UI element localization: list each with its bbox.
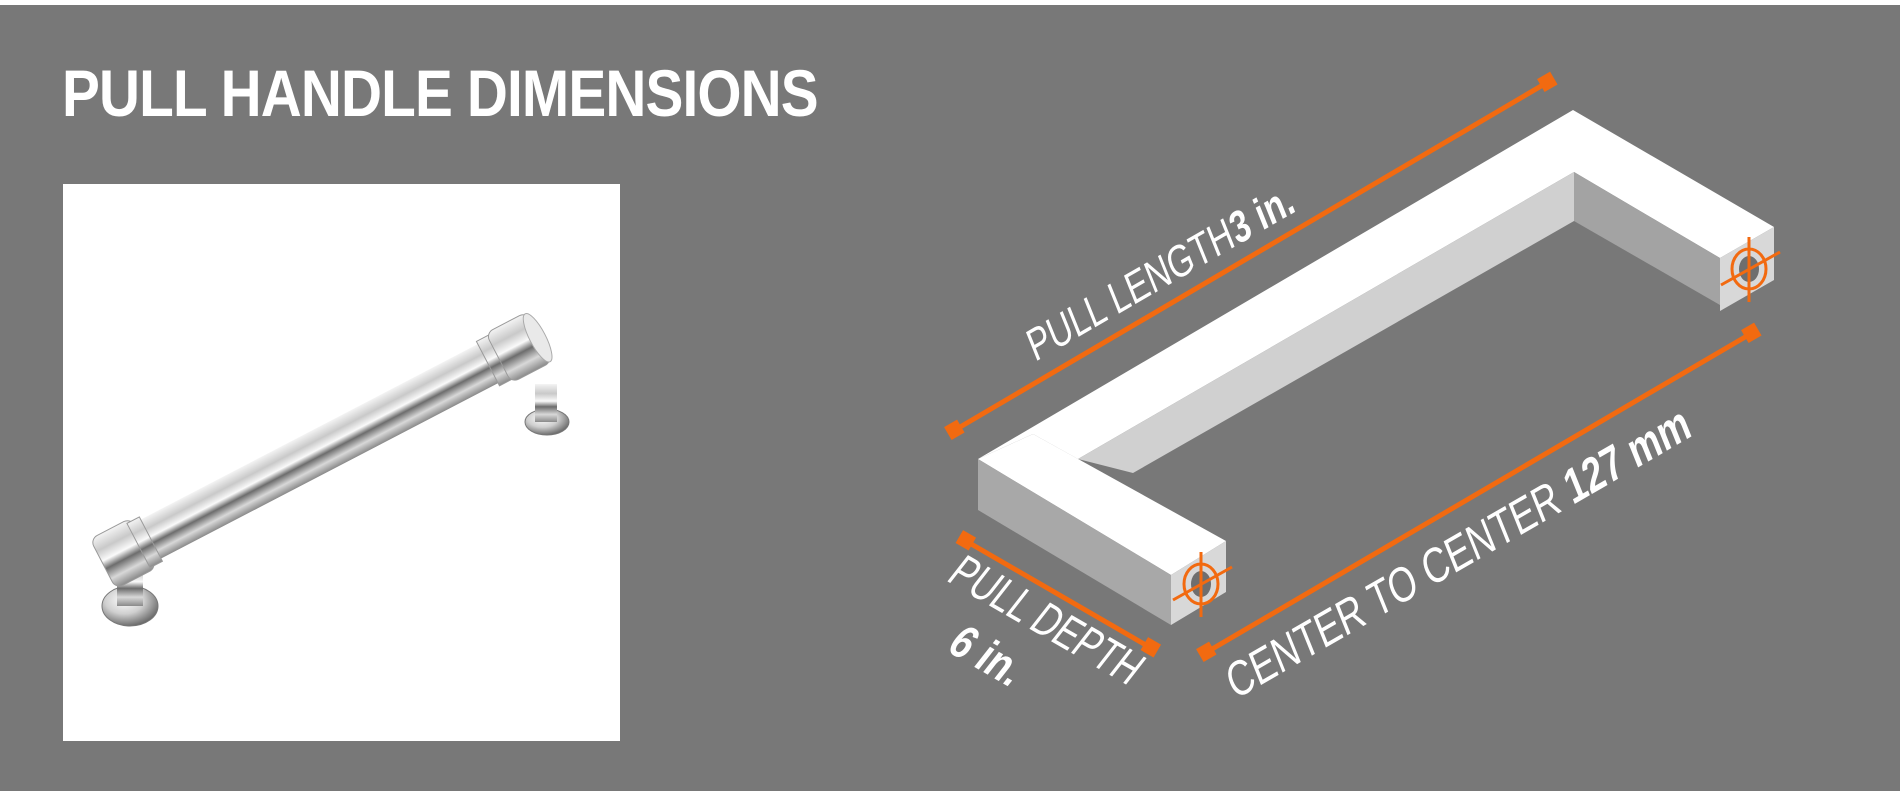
product-photo <box>63 184 620 741</box>
crosshair-icon <box>1720 237 1781 302</box>
infographic-canvas: PULL HANDLE DIMENSIONS <box>0 5 1900 791</box>
right-leg-inner-face <box>1574 172 1720 305</box>
svg-text:CENTER TO CENTER: CENTER TO CENTER <box>1219 471 1568 710</box>
left-leg-side-face <box>978 459 1171 625</box>
bar-top-face <box>978 110 1774 459</box>
pull-handle-photo <box>92 313 570 627</box>
svg-text:127 mm: 127 mm <box>1557 396 1698 516</box>
center-to-center-label: CENTER TO CENTER 127 mm <box>1219 396 1698 711</box>
pull-length-line <box>944 71 1558 441</box>
pull-depth-line <box>955 530 1162 658</box>
bar-inner-face <box>1078 172 1574 473</box>
left-leg-top-face <box>978 434 1226 575</box>
center-to-center-line <box>1196 322 1762 663</box>
crosshair-icon <box>1172 552 1233 617</box>
dimension-diagram: PULL LENGTH 3 in. CENTER TO CENTER 127 m… <box>938 71 1781 711</box>
page-title: PULL HANDLE DIMENSIONS <box>62 56 819 130</box>
